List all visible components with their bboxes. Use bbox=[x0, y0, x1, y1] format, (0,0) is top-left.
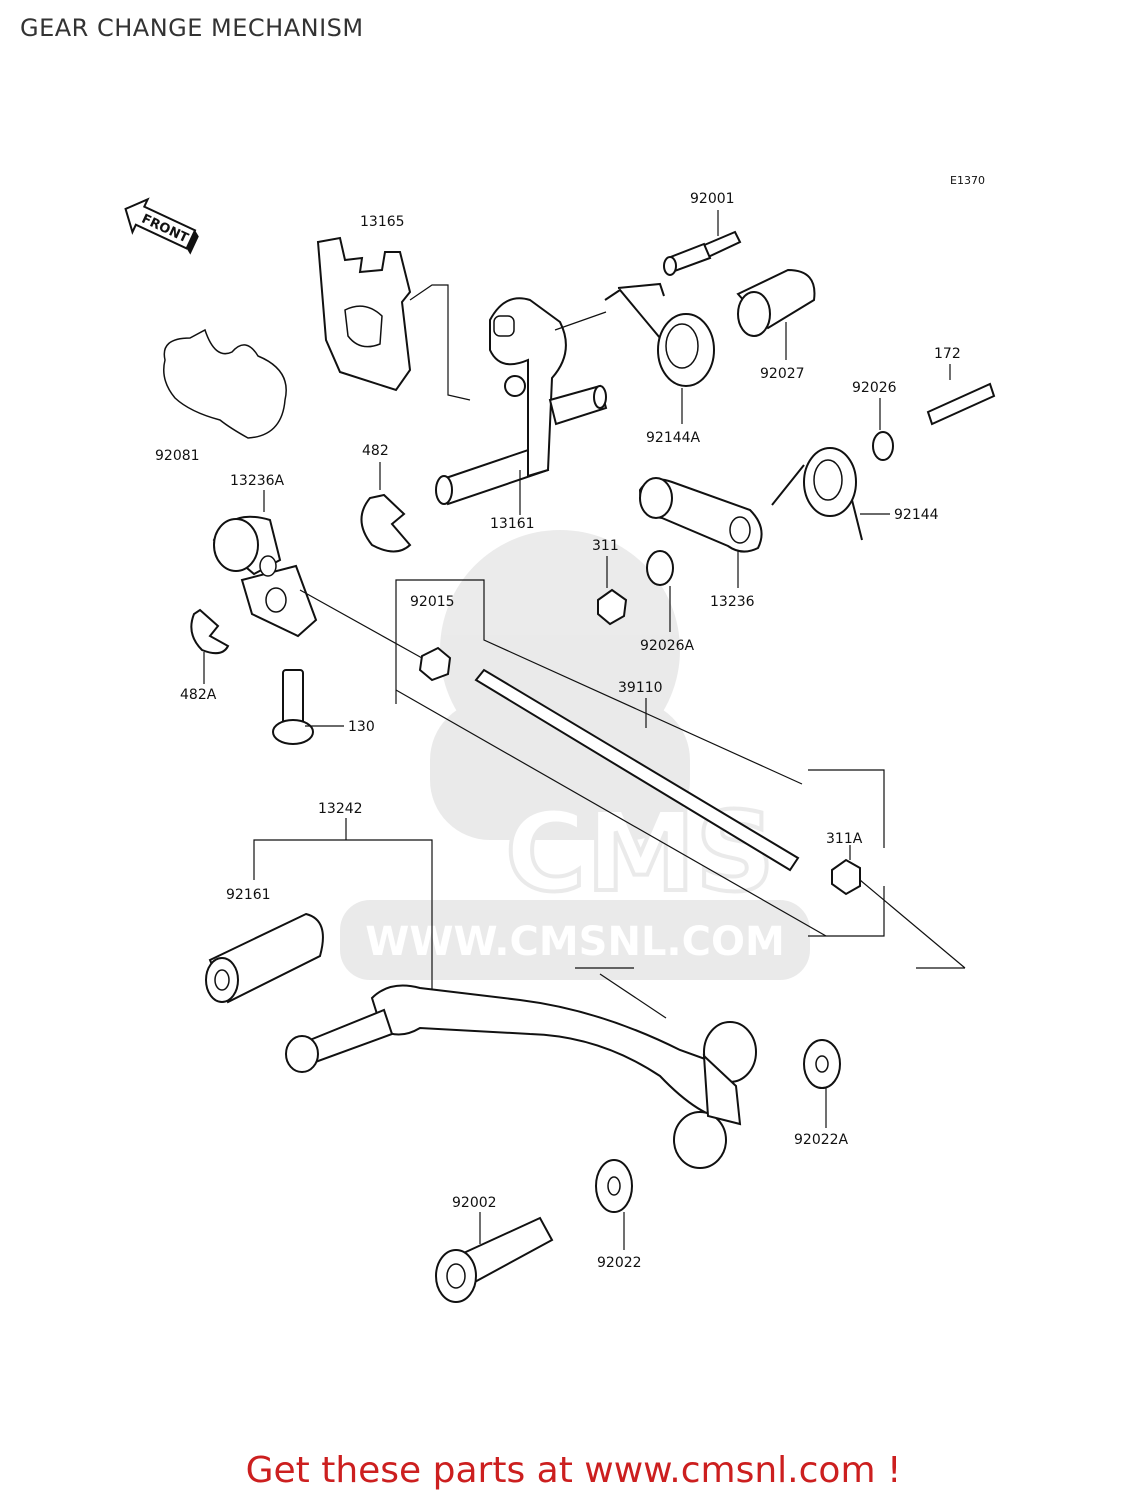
part-labels: 92001 13165 92027 172 92026 92081 482 92… bbox=[155, 191, 961, 1271]
watermark: CMS WWW.CMSNL.COM bbox=[340, 530, 810, 980]
part-311-nut bbox=[597, 556, 628, 626]
part-92161-rubber bbox=[205, 912, 324, 1004]
part-482-circlip bbox=[360, 462, 412, 553]
watermark-mascot-head bbox=[440, 530, 680, 770]
label-92022A: 92022A bbox=[794, 1132, 849, 1148]
label-92026A: 92026A bbox=[640, 638, 695, 654]
part-13236-arm bbox=[638, 477, 763, 588]
label-92026: 92026 bbox=[852, 380, 897, 396]
part-130-bolt bbox=[272, 669, 344, 745]
label-92027: 92027 bbox=[760, 366, 805, 382]
part-92081-o-ring bbox=[163, 328, 287, 439]
watermark-brand: CMS bbox=[505, 788, 774, 916]
watermark-banner bbox=[340, 900, 810, 980]
part-13161-shift-shaft bbox=[435, 297, 608, 515]
part-39110-rod bbox=[474, 668, 800, 872]
label-92002: 92002 bbox=[452, 1195, 497, 1211]
label-482: 482 bbox=[362, 443, 389, 459]
watermark-url: WWW.CMSNL.COM bbox=[365, 919, 785, 965]
watermark-mascot-body bbox=[430, 700, 690, 840]
front-arrow-shadow bbox=[186, 230, 199, 255]
label-92144: 92144 bbox=[894, 507, 939, 523]
label-92161: 92161 bbox=[226, 887, 271, 903]
part-92001-bolt bbox=[663, 210, 742, 276]
label-482A: 482A bbox=[180, 687, 217, 703]
part-92022A-washer bbox=[803, 1039, 841, 1128]
label-13242: 13242 bbox=[318, 801, 363, 817]
part-92026A-washer bbox=[646, 550, 674, 632]
label-311: 311 bbox=[592, 538, 619, 554]
label-92022: 92022 bbox=[597, 1255, 642, 1271]
part-92144A-spring bbox=[604, 282, 715, 424]
part-92026-washer bbox=[872, 398, 894, 461]
label-13236: 13236 bbox=[710, 594, 755, 610]
front-arrow: FRONT bbox=[124, 197, 199, 255]
part-13242-pedal bbox=[253, 818, 757, 1169]
part-92027-collar bbox=[736, 268, 816, 360]
label-92144A: 92144A bbox=[646, 430, 701, 446]
part-311A-nut bbox=[808, 769, 966, 969]
label-13165: 13165 bbox=[360, 214, 405, 230]
part-13165-plate bbox=[316, 236, 471, 401]
part-482A-circlip bbox=[190, 608, 230, 684]
part-92144-spring bbox=[771, 447, 890, 541]
label-92015: 92015 bbox=[410, 594, 455, 610]
label-92001: 92001 bbox=[690, 191, 735, 207]
label-13161: 13161 bbox=[490, 516, 535, 532]
part-92002-bolt bbox=[435, 1212, 554, 1303]
part-172-pin bbox=[926, 364, 996, 426]
label-13236A: 13236A bbox=[230, 473, 285, 489]
label-130: 130 bbox=[348, 719, 375, 735]
label-172: 172 bbox=[934, 346, 961, 362]
diagram-code: E1370 bbox=[950, 174, 985, 187]
label-92081: 92081 bbox=[155, 448, 200, 464]
label-311A: 311A bbox=[826, 831, 863, 847]
page-title: GEAR CHANGE MECHANISM bbox=[20, 14, 364, 42]
parts-diagram: CMS WWW.CMSNL.COM E1370 FRONT bbox=[124, 174, 996, 1303]
part-92022-washer bbox=[595, 1159, 633, 1250]
footer-promo-text: Get these parts at www.cmsnl.com ! bbox=[245, 1450, 902, 1491]
label-39110: 39110 bbox=[618, 680, 663, 696]
part-13236A-lever bbox=[212, 490, 318, 638]
part-92015-nut bbox=[299, 579, 827, 937]
